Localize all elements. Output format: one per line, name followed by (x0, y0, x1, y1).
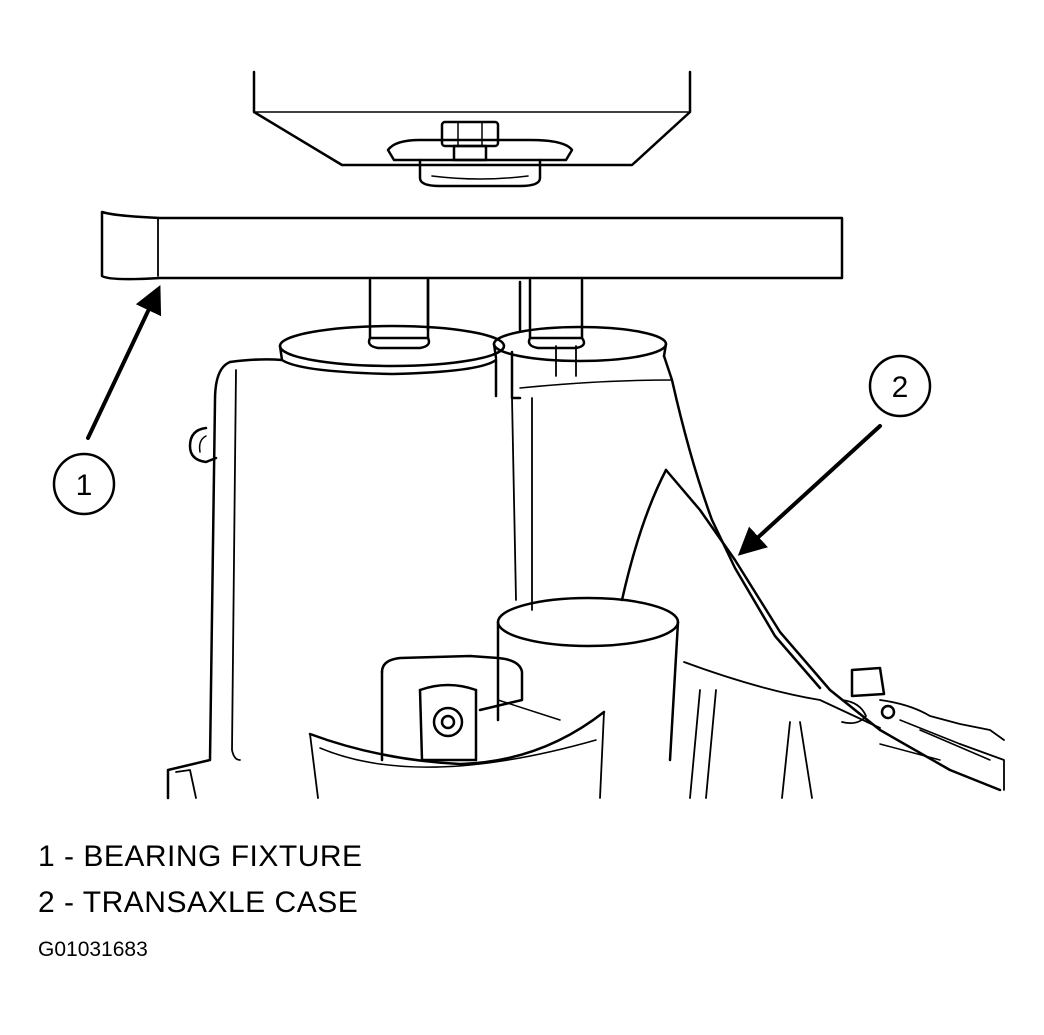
callout-circle-2 (868, 354, 932, 418)
cylindrical-boss (496, 596, 680, 762)
lower-flange (308, 710, 606, 799)
clamp-boss (380, 654, 524, 762)
callout-number-1: 1 (76, 469, 93, 502)
case-hardware-right (841, 666, 1005, 791)
bearing-fixture-plate (100, 210, 844, 281)
figure-id: G01031683 (38, 938, 148, 961)
leader-arrow-2 (737, 424, 882, 556)
leader-arrow-1 (86, 284, 162, 440)
transaxle-case-body (166, 350, 822, 800)
technical-illustration: 1 2 (52, 70, 1005, 800)
legend-item-transaxle-case: 2 - TRANSAXLE CASE (38, 886, 359, 919)
press-ram (252, 70, 692, 167)
bearing-races (278, 324, 668, 377)
legend-item-bearing-fixture: 1 - BEARING FIXTURE (38, 840, 363, 873)
case-rib (620, 468, 1002, 799)
press-bolt-adapter (386, 120, 574, 188)
fixture-posts (367, 278, 586, 350)
callout-number-2: 2 (892, 371, 909, 404)
callout-circle-1 (52, 452, 116, 516)
